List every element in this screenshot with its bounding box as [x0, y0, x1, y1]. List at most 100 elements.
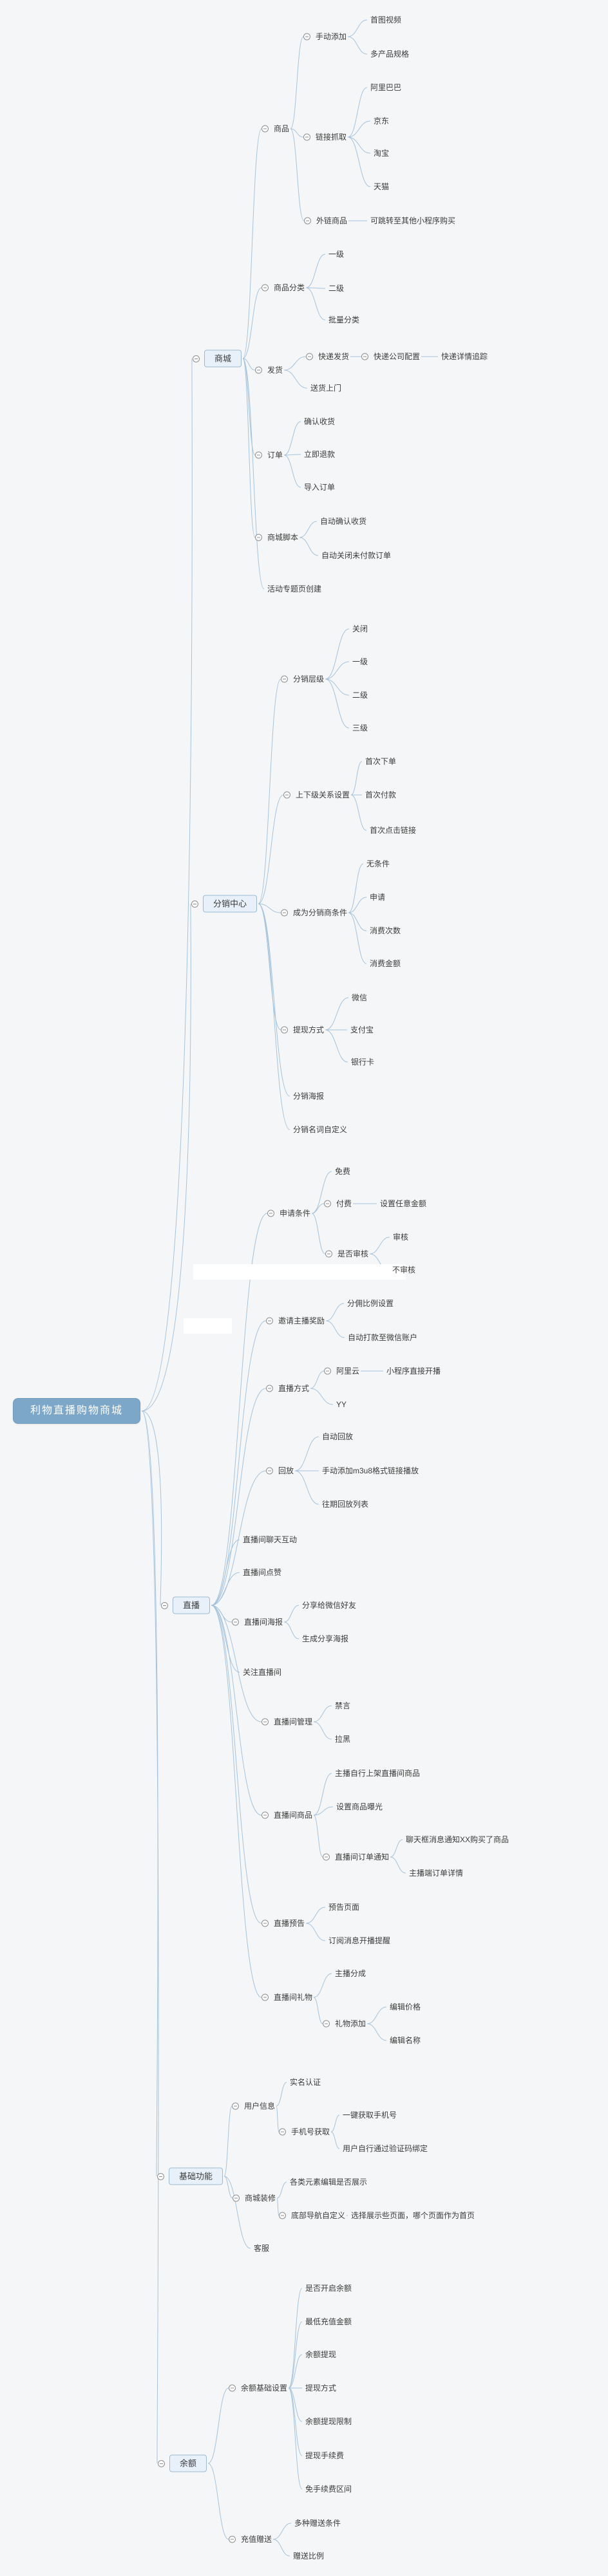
- mindmap-node-bd[interactable]: 商城装修: [233, 2193, 276, 2203]
- mindmap-node-dist[interactable]: 分销中心: [191, 895, 258, 913]
- mindmap-node-g3a[interactable]: 可跳转至其他小程序购买: [370, 216, 455, 226]
- mindmap-node-lw[interactable]: 直播间礼物: [261, 1992, 312, 2002]
- mindmap-node-dc2[interactable]: 申请: [370, 892, 385, 902]
- mindmap-node-la1[interactable]: 免费: [335, 1166, 350, 1177]
- mindmap-node-lp[interactable]: 直播间海报: [232, 1617, 283, 1627]
- mindmap-node-dr2[interactable]: 首次付款: [365, 790, 396, 800]
- collapse-minus-icon[interactable]: [191, 900, 198, 908]
- mindmap-node-dc3[interactable]: 消费次数: [370, 926, 401, 936]
- mindmap-node-bd2[interactable]: 底部导航自定义: [279, 2210, 345, 2221]
- mindmap-node-bu2a[interactable]: 一键获取手机号: [343, 2110, 397, 2120]
- mindmap-node-bd2a[interactable]: 选择展示些页面，哪个页面作为首页: [351, 2210, 475, 2221]
- mindmap-node-dr3[interactable]: 首次点击链接: [370, 825, 416, 835]
- mindmap-node-ls3a[interactable]: 聊天框消息通知XX购买了商品: [406, 1834, 509, 1845]
- mindmap-node-bc[interactable]: 充值赠送: [229, 2534, 272, 2544]
- collapse-minus-icon[interactable]: [323, 1853, 330, 1861]
- mindmap-node-bd1[interactable]: 各类元素编辑是否展示: [290, 2177, 367, 2187]
- mindmap-node-dl1[interactable]: 关闭: [352, 624, 368, 634]
- mindmap-node-lg2[interactable]: 拉黑: [335, 1734, 350, 1744]
- collapse-minus-icon[interactable]: [232, 1618, 239, 1626]
- mindmap-node-la2[interactable]: 付费: [324, 1199, 352, 1209]
- collapse-minus-icon[interactable]: [157, 2172, 164, 2180]
- mindmap-node-bb6[interactable]: 提现手续费: [305, 2450, 344, 2461]
- mindmap-node-g1a[interactable]: 首图视频: [370, 15, 401, 25]
- mindmap-node-sc1[interactable]: 自动确认收货: [320, 516, 366, 527]
- mindmap-node-ls3[interactable]: 直播间订单通知: [323, 1852, 389, 1862]
- mindmap-node-lm[interactable]: 直播方式: [266, 1383, 309, 1394]
- mindmap-node-lf[interactable]: 关注直播间: [243, 1667, 281, 1677]
- mindmap-node-lg[interactable]: 直播间管理: [261, 1717, 312, 1727]
- root-node[interactable]: 利物直播购物商城: [13, 1398, 141, 1424]
- mindmap-node-bb7[interactable]: 免手续费区间: [305, 2484, 352, 2494]
- mindmap-node-la3b[interactable]: 不审核: [392, 1265, 415, 1275]
- collapse-minus-icon[interactable]: [261, 284, 269, 292]
- collapse-minus-icon[interactable]: [266, 1317, 273, 1325]
- mindmap-node-o2[interactable]: 立即退款: [304, 449, 335, 460]
- collapse-minus-icon[interactable]: [266, 1385, 273, 1392]
- mindmap-node-bb5[interactable]: 余额提现限制: [305, 2416, 352, 2427]
- mindmap-node-bu1[interactable]: 实名认证: [290, 2077, 321, 2087]
- collapse-minus-icon[interactable]: [303, 33, 310, 41]
- mindmap-node-dr1[interactable]: 首次下单: [365, 756, 396, 767]
- mindmap-node-sc[interactable]: 商城脚本: [255, 532, 298, 543]
- collapse-minus-icon[interactable]: [261, 1993, 269, 2001]
- mindmap-node-dw1[interactable]: 微信: [352, 993, 367, 1003]
- mindmap-node-li1[interactable]: 分佣比例设置: [347, 1298, 394, 1309]
- mindmap-node-dl[interactable]: 分销层级: [281, 674, 324, 684]
- collapse-minus-icon[interactable]: [266, 1467, 273, 1475]
- mindmap-node-bb1[interactable]: 是否开启余额: [305, 2283, 352, 2293]
- mindmap-node-lp1[interactable]: 分享给微信好友: [302, 1600, 356, 1610]
- mindmap-node-dl4[interactable]: 三级: [352, 723, 368, 733]
- mindmap-node-bb4[interactable]: 提现方式: [305, 2383, 336, 2393]
- collapse-minus-icon[interactable]: [324, 1200, 331, 1208]
- mindmap-node-dw[interactable]: 提现方式: [281, 1025, 324, 1035]
- mindmap-node-dl2[interactable]: 一级: [352, 657, 368, 667]
- collapse-minus-icon[interactable]: [281, 1026, 288, 1034]
- collapse-minus-icon[interactable]: [232, 2102, 239, 2110]
- collapse-minus-icon[interactable]: [229, 2384, 236, 2392]
- mindmap-node-la3[interactable]: 是否审核: [325, 1249, 368, 1259]
- mindmap-node-dl3[interactable]: 二级: [352, 690, 368, 700]
- mindmap-node-lm2[interactable]: YY: [336, 1399, 347, 1410]
- collapse-minus-icon[interactable]: [255, 451, 262, 459]
- mindmap-node-live[interactable]: 直播: [161, 1596, 211, 1614]
- mindmap-node-dn[interactable]: 分销名词自定义: [293, 1125, 347, 1135]
- mindmap-node-dc1[interactable]: 无条件: [366, 859, 390, 869]
- mindmap-node-ln[interactable]: 直播预告: [261, 1918, 305, 1928]
- mindmap-node-lr2[interactable]: 手动添加m3u8格式链接播放: [322, 1466, 419, 1476]
- collapse-minus-icon[interactable]: [255, 366, 262, 374]
- mindmap-node-la2a[interactable]: 设置任意金额: [380, 1199, 426, 1209]
- mindmap-node-ln1[interactable]: 预告页面: [328, 1902, 359, 1912]
- mindmap-node-c3[interactable]: 批量分类: [328, 315, 359, 325]
- mindmap-node-dc[interactable]: 成为分销商条件: [281, 908, 347, 918]
- mindmap-node-g2c[interactable]: 淘宝: [374, 148, 389, 158]
- mindmap-node-bc1[interactable]: 多种赠送条件: [294, 2518, 341, 2528]
- mindmap-node-ls2[interactable]: 设置商品曝光: [336, 1802, 383, 1812]
- mindmap-node-act[interactable]: 活动专题页创建: [267, 584, 321, 594]
- collapse-minus-icon[interactable]: [361, 353, 368, 360]
- mindmap-node-sc2[interactable]: 自动关闭未付款订单: [321, 550, 391, 561]
- mindmap-node-s1[interactable]: 快递发货: [306, 351, 349, 362]
- mindmap-node-mall[interactable]: 商城: [193, 350, 242, 368]
- mindmap-node-lr3[interactable]: 往期回放列表: [322, 1499, 368, 1509]
- collapse-minus-icon[interactable]: [283, 791, 290, 799]
- mindmap-node-lw2b[interactable]: 编辑名称: [390, 2035, 421, 2046]
- mindmap-node-g1[interactable]: 手动添加: [303, 32, 347, 42]
- mindmap-node-lr[interactable]: 回放: [266, 1466, 294, 1476]
- collapse-minus-icon[interactable]: [261, 1718, 269, 1726]
- mindmap-node-dw3[interactable]: 银行卡: [351, 1057, 374, 1067]
- mindmap-node-lr1[interactable]: 自动回放: [322, 1432, 353, 1442]
- mindmap-node-bb3[interactable]: 余额提现: [305, 2349, 336, 2360]
- collapse-minus-icon[interactable]: [161, 1601, 168, 1609]
- collapse-minus-icon[interactable]: [261, 1919, 269, 1927]
- collapse-minus-icon[interactable]: [158, 2459, 165, 2467]
- mindmap-node-s[interactable]: 发货: [255, 365, 283, 375]
- mindmap-node-la3a[interactable]: 审核: [393, 1232, 408, 1242]
- mindmap-node-bb2[interactable]: 最低充值金额: [305, 2317, 352, 2327]
- mindmap-node-ls1[interactable]: 主播自行上架直播间商品: [335, 1768, 420, 1778]
- mindmap-node-o[interactable]: 订单: [255, 450, 283, 460]
- mindmap-node-ls3b[interactable]: 主播端订单详情: [409, 1868, 463, 1878]
- collapse-minus-icon[interactable]: [261, 1811, 269, 1819]
- mindmap-node-o1[interactable]: 确认收货: [304, 416, 335, 427]
- mindmap-node-g1b[interactable]: 多产品规格: [370, 49, 409, 59]
